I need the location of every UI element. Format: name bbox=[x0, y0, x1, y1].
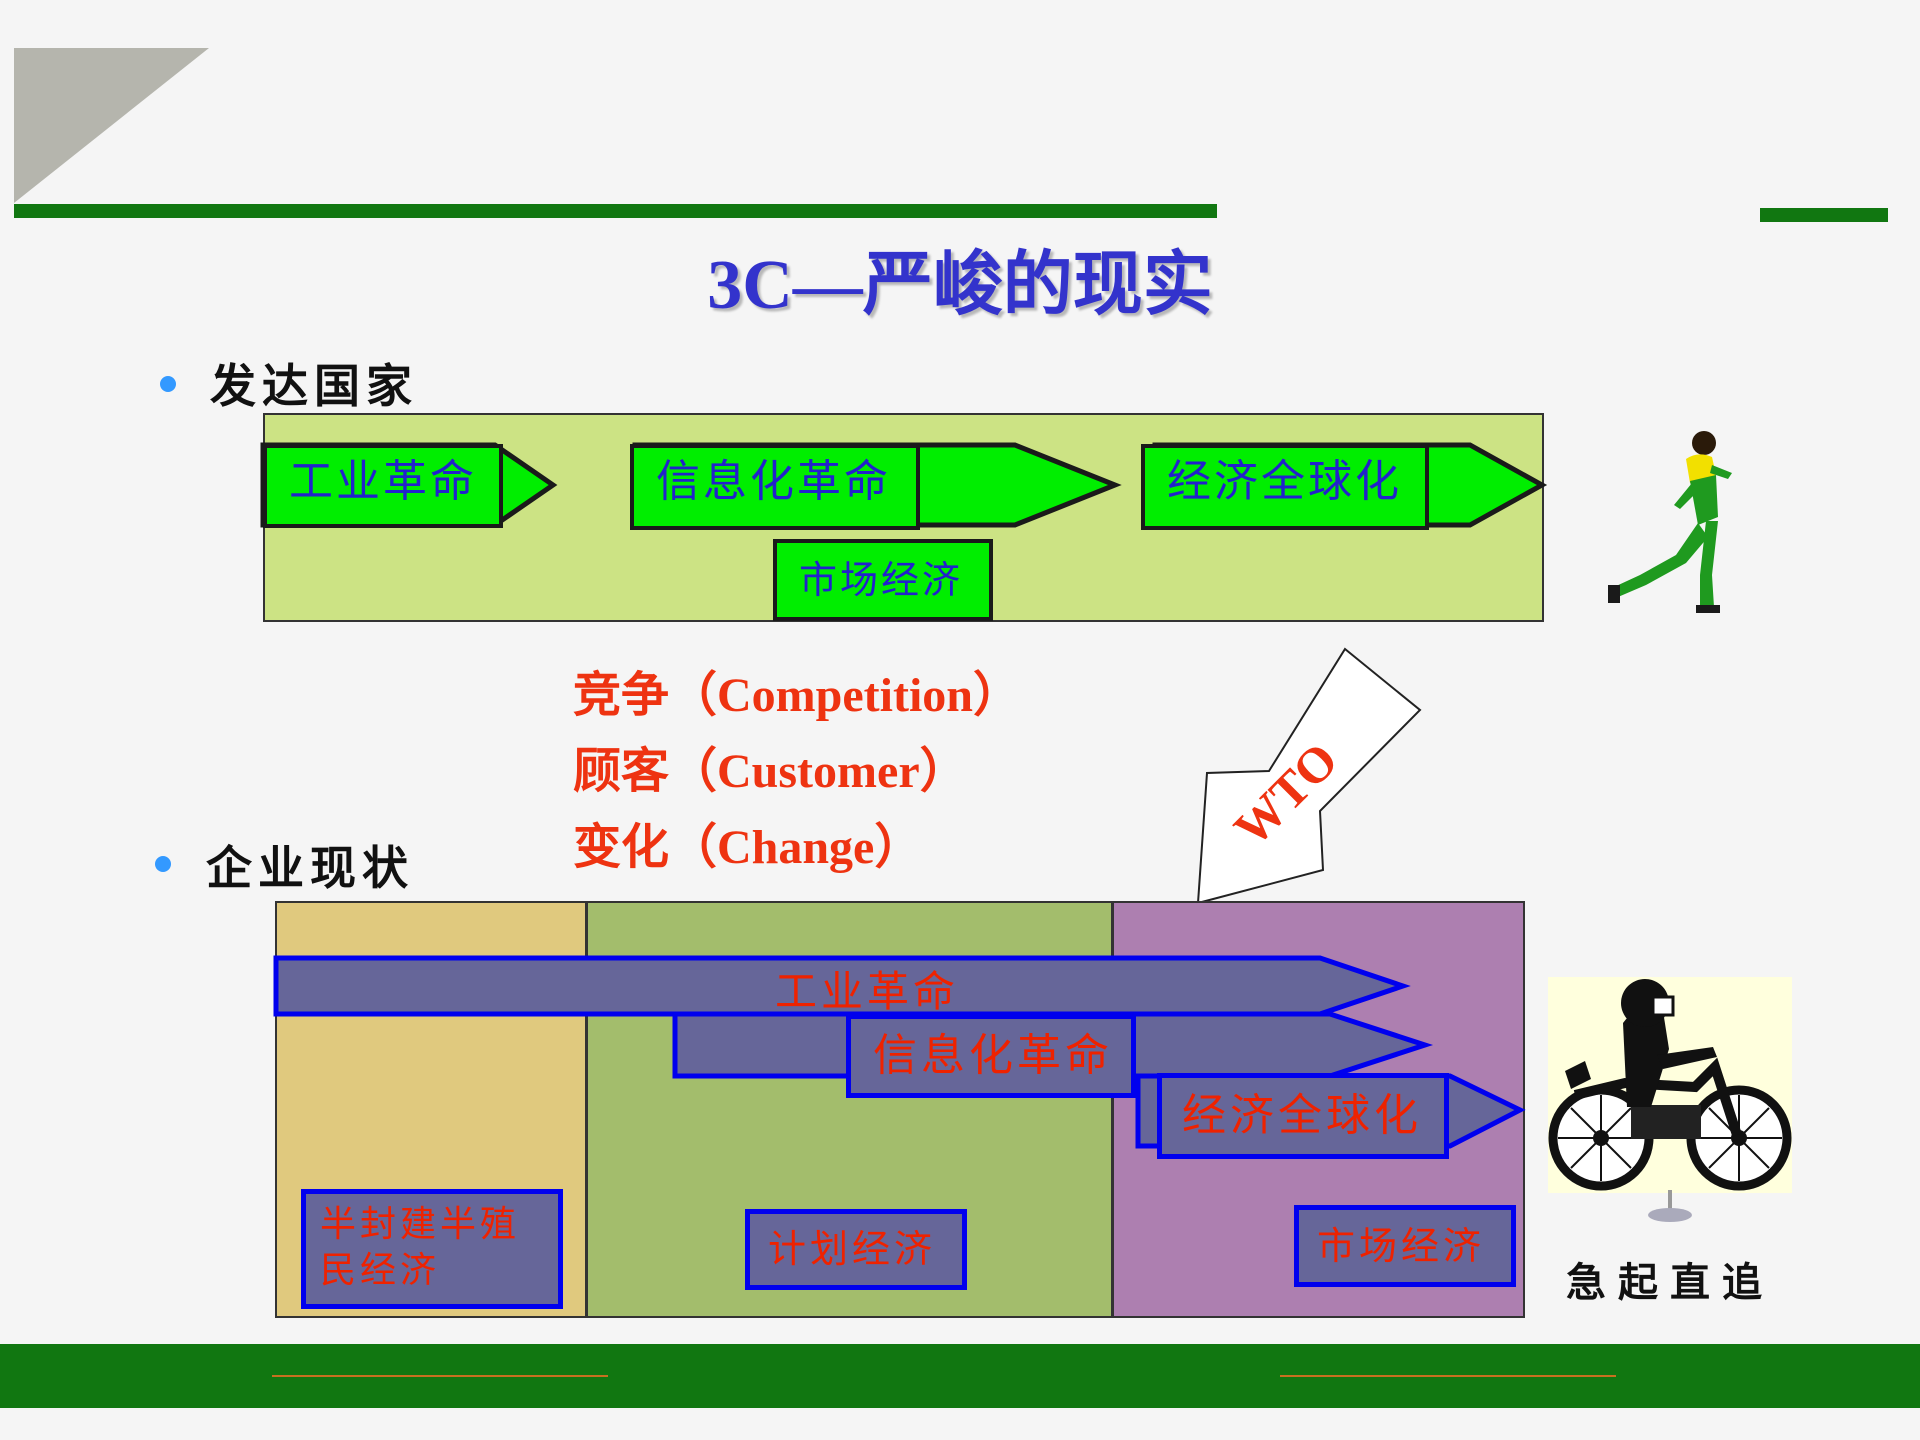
era-market: 市场经济 bbox=[1294, 1205, 1516, 1287]
stage-information: 信息化革命 bbox=[630, 444, 920, 530]
slide-title: 3C—严峻的现实 bbox=[707, 247, 1213, 324]
runner-figure bbox=[1608, 431, 1732, 613]
c3-change: 变化（Change） bbox=[573, 821, 923, 874]
arrow-industrial bbox=[273, 955, 1411, 1017]
era-semi-feudal: 半封建半殖民经济 bbox=[301, 1189, 563, 1309]
bullet-dot bbox=[160, 376, 176, 392]
footer-line-left bbox=[272, 1375, 608, 1377]
section-enterprise: 企业现状 bbox=[206, 841, 414, 895]
bullet-dot bbox=[155, 856, 171, 872]
top-right-rule bbox=[1760, 208, 1888, 222]
stage-globalization: 经济全球化 bbox=[1141, 444, 1429, 530]
arrow-label-information: 信息化革命 bbox=[846, 1014, 1136, 1098]
catch-up-caption: 急起直追 bbox=[1566, 1259, 1774, 1306]
top-rule bbox=[14, 204, 1217, 218]
market-economy-box: 市场经济 bbox=[773, 539, 993, 621]
c3-competition: 竞争（Competition） bbox=[573, 669, 1021, 722]
era-planned: 计划经济 bbox=[745, 1209, 967, 1290]
corner-triangle bbox=[14, 48, 209, 203]
motorcycle-rider-image bbox=[1548, 977, 1792, 1222]
stage-industrial: 工业革命 bbox=[263, 444, 503, 528]
c3-customer: 顾客（Customer） bbox=[573, 745, 968, 798]
arrow-label-industrial: 工业革命 bbox=[775, 967, 960, 1016]
section-developed: 发达国家 bbox=[210, 359, 418, 413]
arrow-label-globalization: 经济全球化 bbox=[1157, 1073, 1449, 1159]
wto-arrow bbox=[1196, 647, 1422, 905]
footer-line-right bbox=[1280, 1375, 1616, 1377]
